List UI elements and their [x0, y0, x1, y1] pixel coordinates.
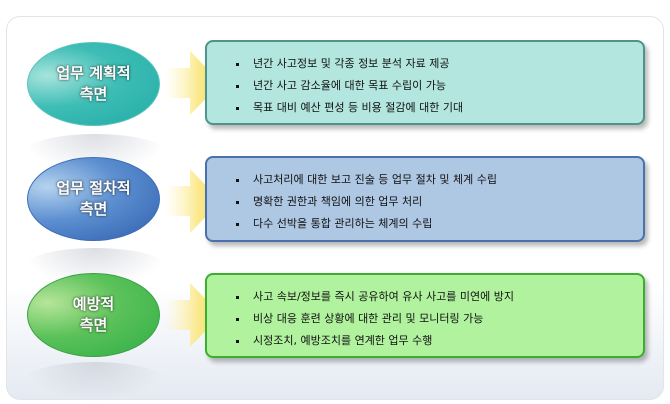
oval-subtitle: 측면: [79, 200, 108, 218]
list-item: 년간 사고정보 및 각종 정보 분석 자료 제공: [231, 53, 643, 75]
list-item: 사고 속보/정보를 즉시 공유하여 유사 사고를 미연에 방지: [231, 286, 643, 308]
oval-subtitle: 측면: [79, 85, 108, 103]
oval-reflection: [22, 362, 168, 402]
prevention-aspect-oval: 예방적 측면: [27, 273, 160, 357]
list-item: 다수 선박을 통합 관리하는 체계의 수립: [231, 213, 643, 235]
oval-subtitle: 측면: [79, 316, 108, 334]
list-item: 년간 사고 감소율에 대한 목표 수립이 가능: [231, 75, 643, 97]
oval-title: 예방적: [72, 295, 115, 313]
prevention-aspect-box: 사고 속보/정보를 즉시 공유하여 유사 사고를 미연에 방지 비상 대응 훈련…: [205, 273, 645, 358]
procedure-aspect-box: 사고처리에 대한 보고 진술 등 업무 절차 및 체계 수립 명확한 권한과 책…: [205, 156, 645, 242]
planning-aspect-box: 년간 사고정보 및 각종 정보 분석 자료 제공 년간 사고 감소율에 대한 목…: [205, 40, 645, 125]
list-item: 시정조치, 예방조치를 연계한 업무 수행: [231, 330, 643, 352]
oval-title: 업무 절차적: [56, 179, 131, 197]
procedure-aspect-oval: 업무 절차적 측면: [27, 157, 160, 241]
oval-title: 업무 계획적: [56, 64, 131, 82]
arrow-right-icon: [165, 283, 221, 347]
arrow-right-icon: [165, 51, 221, 115]
list-item: 비상 대응 훈련 상황에 대한 관리 및 모니터링 가능: [231, 308, 643, 330]
arrow-right-icon: [165, 169, 221, 233]
list-item: 사고처리에 대한 보고 진술 등 업무 절차 및 체계 수립: [231, 169, 643, 191]
list-item: 목표 대비 예산 편성 등 비용 절감에 대한 기대: [231, 97, 643, 119]
planning-aspect-oval: 업무 계획적 측면: [27, 42, 160, 126]
list-item: 명확한 권한과 책임에 의한 업무 처리: [231, 191, 643, 213]
